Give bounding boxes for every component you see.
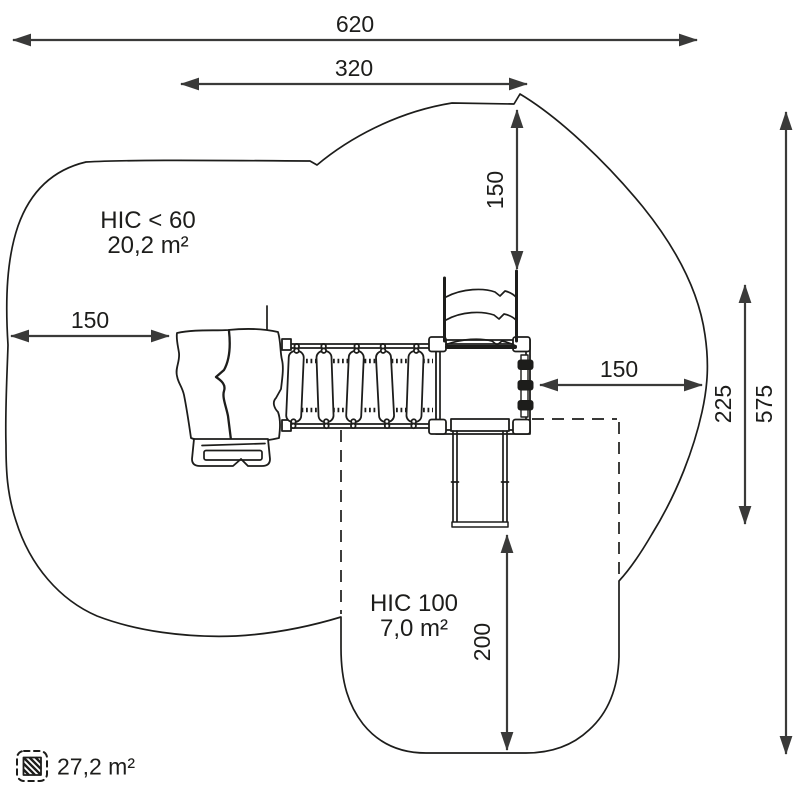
main-zone-area: 20,2 m² [107,232,188,259]
dim-label-right-inner-height: 225 [710,385,736,423]
bridge-plank [315,343,335,430]
boulder-body [175,328,284,444]
dim-label-total-height: 575 [751,385,777,423]
dim-label-right-clearance: 150 [600,356,638,382]
boulder-base-slot [203,449,263,461]
dim-label-slide-clearance: 200 [469,623,495,661]
dim-right-inner-height: 225 [710,284,752,525]
bridge-plank [345,343,365,430]
climbing-hold [517,359,534,370]
legend-total-area: 27,2 m² [57,754,135,780]
hatched-square-icon [16,750,48,782]
slide-zone-name: HIC 100 [370,590,458,617]
platform-corner-post [428,418,447,435]
safety-zone-outline [4,93,709,754]
slide [450,418,510,528]
bridge-plank [405,343,425,430]
dim-equipment-width: 320 [180,55,528,91]
dim-total-width: 620 [12,11,698,47]
slide-zone-area: 7,0 m² [380,615,448,642]
boulder-base-edge [201,442,266,447]
climbing-holds [517,354,534,418]
slide-end-bar [451,521,509,528]
legend: 27,2 m² [16,750,135,782]
bridge-plank [285,343,305,430]
main-zone-name: HIC < 60 [100,207,195,234]
hic100-zone-dashed-boundary [340,418,620,614]
platform-corner-post [512,418,531,435]
climbing-wall-contour [445,288,517,298]
dim-label-top-clearance: 150 [482,171,508,209]
slide-entry [450,418,510,432]
climbing-hold [517,380,534,391]
dim-label-total-width: 620 [336,11,374,37]
boulder-crack [214,329,233,442]
dim-slide-clearance: 200 [469,534,514,751]
plank-bridge [281,338,437,432]
bridge-bracket-top [281,338,292,351]
climbing-hold [517,400,534,411]
dim-total-height: 575 [751,111,793,755]
bridge-plank [375,343,395,430]
climbing-wall-contour [445,311,517,321]
dim-left-clearance: 150 [10,307,170,343]
zone-labels: HIC < 60 20,2 m² HIC 100 7,0 m² [100,207,458,642]
boulder-climber [175,305,284,467]
dim-label-left-clearance: 150 [71,307,109,333]
dim-label-equipment-width: 320 [335,55,373,81]
bridge-rails [281,338,437,432]
climbing-wall [443,269,518,349]
dim-top-clearance: 150 [482,109,524,270]
dim-right-clearance: 150 [539,356,703,392]
dimensions: 620 320 150 150 150 225 575 200 [10,11,793,755]
